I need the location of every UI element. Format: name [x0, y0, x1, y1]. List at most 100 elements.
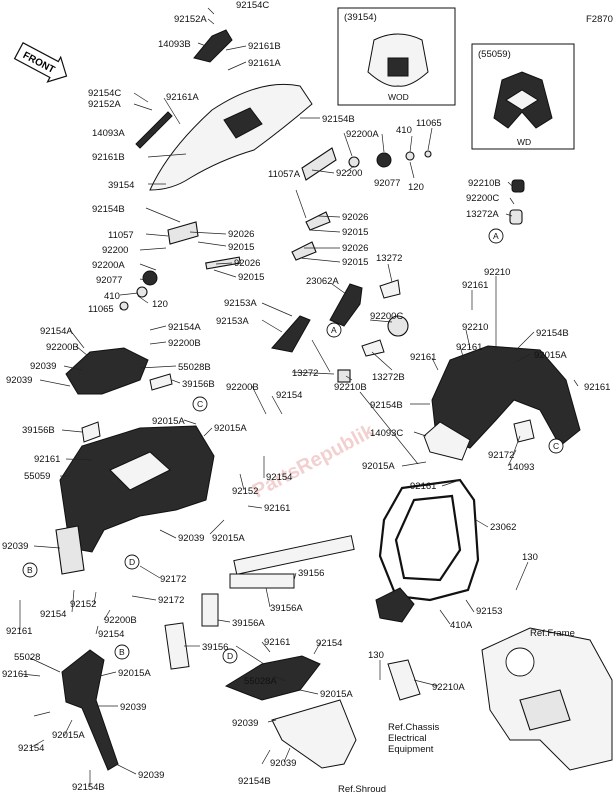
grommet-13272-mid-shape	[337, 369, 351, 383]
part-label: 92154	[98, 629, 124, 640]
callout-d-1: D	[124, 554, 140, 570]
inset-wd-code: (55059)	[478, 49, 511, 60]
watermark: PartsRepublik	[249, 420, 379, 503]
part-label: 92154A	[168, 322, 201, 333]
pad-39156b-left-shape	[81, 421, 101, 443]
part-label: 92015A	[534, 350, 567, 361]
bracket-r2-shape	[291, 241, 317, 261]
part-label: 92161	[456, 342, 482, 353]
part-label: 92154	[18, 743, 44, 754]
part-label: 14093	[508, 462, 534, 473]
ref-chassis-label-3: Equipment	[388, 744, 434, 755]
frame-gusset-shape	[519, 689, 571, 731]
part-label: 92154	[40, 609, 66, 620]
part-label: 92015A	[118, 668, 151, 679]
part-label: 39156	[202, 642, 228, 653]
svg-text:B: B	[27, 565, 33, 575]
pad-39156-small-shape	[164, 622, 190, 670]
part-label: 92154	[266, 472, 292, 483]
part-label: 23062	[490, 522, 516, 533]
part-label: 92152A	[88, 99, 121, 110]
part-label: 92200A	[346, 129, 379, 140]
part-14093b-shape	[193, 29, 233, 63]
stay-right-shape	[301, 147, 337, 181]
part-label: 39156	[298, 568, 324, 579]
svg-text:B: B	[119, 647, 125, 657]
part-label: 92015A	[152, 416, 185, 427]
cover-55028b-shape	[65, 347, 149, 395]
diagram-code: F2870	[586, 14, 613, 25]
upper-cowl-left-shape	[59, 425, 215, 553]
part-label: 39156A	[270, 603, 303, 614]
part-label: 410	[396, 125, 412, 136]
part-label: 120	[408, 182, 424, 193]
part-label: 92200B	[226, 382, 259, 393]
part-label: 130	[368, 650, 384, 661]
part-92172-right-shape	[513, 419, 535, 443]
part-label: 13272	[292, 368, 318, 379]
svg-text:A: A	[493, 231, 499, 241]
part-label: 55059	[24, 471, 50, 482]
part-label: 55028B	[178, 362, 211, 373]
part-label: 11057A	[268, 169, 301, 180]
part-label: 410	[104, 291, 120, 302]
part-label: 39154	[108, 180, 134, 191]
part-label: 11057	[108, 230, 134, 241]
shroud-part-shape	[271, 699, 357, 769]
part-label: 92153	[476, 606, 502, 617]
part-label: 92161A	[166, 92, 199, 103]
part-label: 92153A	[216, 316, 249, 327]
callout-d-2: D	[222, 648, 238, 664]
inset-wod-caption: WOD	[388, 92, 409, 102]
part-label: 92200A	[92, 260, 125, 271]
part-label: 55028A	[244, 676, 277, 687]
part-label: 92039	[232, 718, 258, 729]
part-label: 92154	[276, 390, 302, 401]
part-label: 92161	[2, 669, 28, 680]
grommet-13272-shape	[379, 279, 401, 299]
inset-wd-caption: WD	[517, 137, 531, 147]
part-label: 92210	[484, 267, 510, 278]
part-label: 39156B	[22, 425, 55, 436]
leader-lines	[19, 7, 579, 786]
part-label: 39156B	[182, 379, 215, 390]
part-label: 11065	[88, 304, 114, 315]
svg-text:C: C	[197, 399, 203, 409]
part-label: 92161	[6, 626, 32, 637]
part-label: 92154B	[92, 204, 125, 215]
part-label: 92154C	[88, 88, 121, 99]
bracket-92200c-shape	[387, 315, 409, 337]
pad-39156a-shape	[229, 573, 295, 589]
bracket-23062a-shape	[329, 283, 363, 327]
callout-c-1: C	[192, 396, 208, 412]
windshield-shape	[149, 83, 313, 191]
spacer-92026-shape	[205, 256, 241, 270]
part-label: 92015	[228, 242, 254, 253]
subframe-inner-shape	[394, 494, 462, 582]
nut-11065-left-shape	[119, 301, 129, 311]
svg-text:A: A	[331, 325, 337, 335]
part-label: 92161B	[248, 41, 281, 52]
callout-a-1: A	[326, 322, 342, 338]
washer-92200a-right-shape	[348, 156, 360, 168]
pad-39156b-shape	[149, 373, 173, 391]
part-label: 92161A	[248, 58, 281, 69]
front-arrow-icon: FRONT	[13, 41, 68, 83]
part-label: 23062A	[306, 276, 339, 287]
part-label: 92015	[238, 272, 264, 283]
knob-92077-left-shape	[142, 270, 158, 286]
part-label: 92015	[342, 227, 368, 238]
cowl-panel-shape	[109, 451, 171, 491]
svg-text:D: D	[227, 651, 233, 661]
inset-wd: (55059) WD	[471, 43, 575, 150]
washer-410-right-shape	[405, 151, 415, 161]
part-label: 92210A	[432, 682, 465, 693]
part-label: 92015A	[320, 689, 353, 700]
pad-39156-shape	[233, 535, 355, 575]
part-label: 92154B	[370, 400, 403, 411]
part-label: 410A	[450, 620, 473, 631]
part-label: 92161B	[92, 152, 125, 163]
part-label: 13272B	[372, 372, 405, 383]
part-label: 92161	[264, 637, 290, 648]
